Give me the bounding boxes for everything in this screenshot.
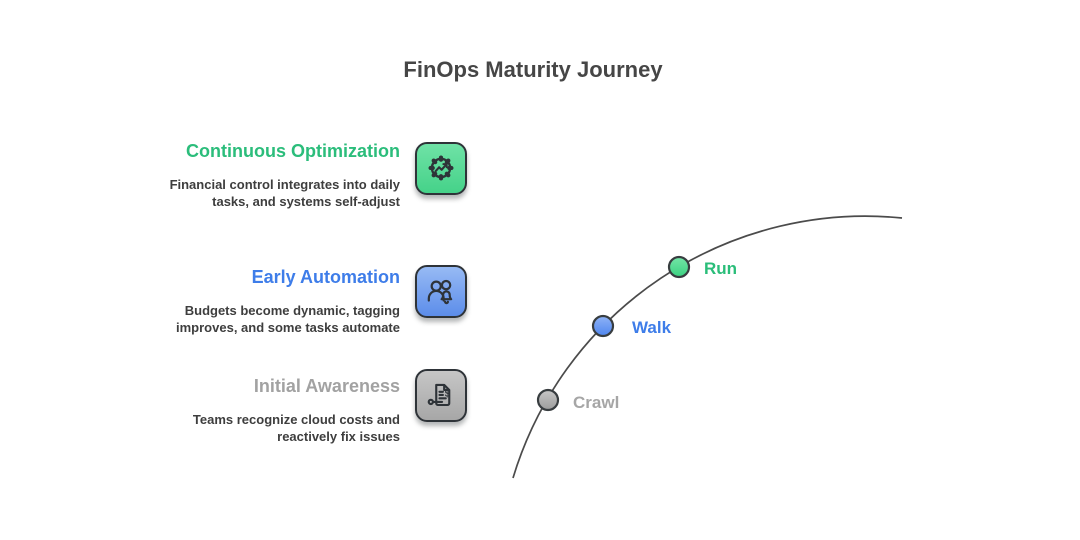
stage-initial-awareness: Initial Awareness Teams recognize cloud … [140, 376, 400, 445]
stage-description: Financial control integrates into daily … [140, 177, 400, 210]
stage-title: Continuous Optimization [186, 141, 400, 161]
milestone-label-run: Run [704, 259, 737, 278]
users-bell-icon [427, 279, 453, 304]
stage-early-automation: Early Automation Budgets become dynamic,… [140, 267, 400, 336]
milestone-dot-run [667, 255, 691, 279]
page-title: FinOps Maturity Journey [403, 57, 663, 82]
stage-description-line: Teams recognize cloud costs and [192, 412, 400, 427]
stage-description: Teams recognize cloud costs and reactive… [140, 412, 400, 445]
stage-icon-tile-automation [415, 265, 467, 318]
stage-continuous-optimization: Continuous Optimization Financial contro… [140, 141, 400, 210]
stage-description-line: Financial control integrates into daily [169, 177, 400, 192]
stage-icon-tile-optimization [415, 142, 467, 195]
milestone-dot-crawl [536, 388, 560, 412]
milestone-label-walk: Walk [632, 318, 672, 337]
stage-description-line: improves, and some tasks automate [176, 319, 400, 335]
stage-description-line: reactively fix issues [277, 428, 400, 444]
stage-description: Budgets become dynamic, tagging improves… [140, 303, 400, 336]
curve-path [512, 215, 903, 479]
cost-document-icon: $ [427, 383, 451, 406]
stage-title: Early Automation [251, 267, 400, 287]
stage-icon-tile-awareness: $ [415, 369, 467, 422]
dollar-glyph: $ [445, 388, 451, 399]
stage-description-line: Budgets become dynamic, tagging [184, 303, 400, 318]
stage-description-line: tasks, and systems self-adjust [212, 193, 400, 209]
milestone-dot-walk [591, 314, 615, 338]
stage-title: Initial Awareness [253, 376, 400, 396]
gear-trend-icon [428, 154, 454, 180]
milestone-label-crawl: Crawl [573, 393, 619, 412]
